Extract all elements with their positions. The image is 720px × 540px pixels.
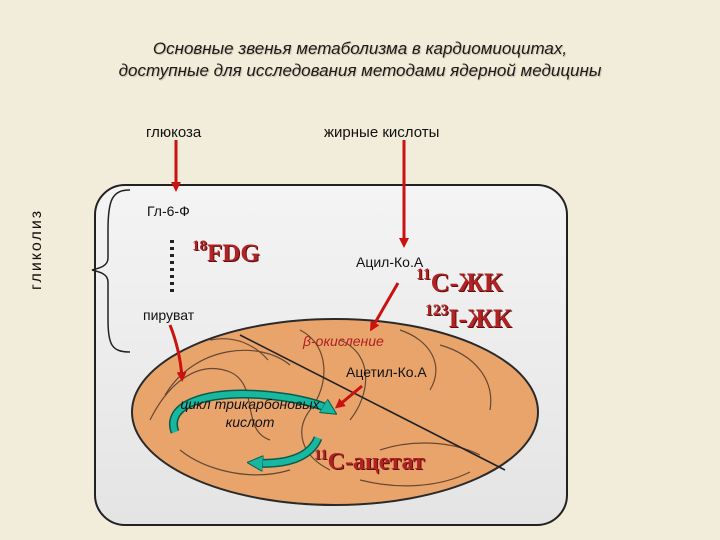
acyl-coa-label: Ацил-Ко.А bbox=[356, 254, 424, 270]
pyruvate-label: пируват bbox=[143, 307, 195, 323]
c-fatty-acid-name: C-ЖК bbox=[430, 268, 503, 297]
c-acetate-isotope: 11 bbox=[314, 447, 328, 463]
slide-title: Основные звенья метаболизма в кардиомиоц… bbox=[0, 38, 720, 82]
c-fatty-acid-isotope: 11 bbox=[416, 266, 431, 283]
glycolysis-label: гликолиз bbox=[28, 208, 45, 290]
title-line-2: доступные для исследования методами ядер… bbox=[118, 61, 602, 80]
pyruvate-to-tca-arrow bbox=[168, 324, 187, 382]
acyl-coa-to-beta-oxidation-arrow bbox=[369, 282, 400, 332]
acetyl-coa-to-tca-arrow bbox=[334, 384, 363, 409]
beta-oxidation-label: β-окисление bbox=[303, 333, 384, 349]
fdg-tracer-label: 18FDG bbox=[192, 238, 260, 268]
i-fatty-acid-isotope: 123 bbox=[425, 302, 449, 319]
glucose-label: глюкоза bbox=[146, 124, 202, 141]
c-acetate-tracer-label: 11C-ацетат bbox=[314, 447, 425, 476]
fdg-isotope: 18 bbox=[192, 238, 207, 254]
fdg-name: FDG bbox=[207, 240, 260, 267]
title-line-1: Основные звенья метаболизма в кардиомиоц… bbox=[152, 39, 568, 58]
i-fatty-acid-name: I-ЖК bbox=[448, 304, 512, 333]
fatty-acids-label: жирные кислоты bbox=[324, 124, 440, 141]
c-acetate-name: C-ацетат bbox=[327, 449, 425, 475]
g6p-label: Гл-6-Ф bbox=[147, 203, 190, 219]
tca-cycle-arrows bbox=[169, 389, 330, 463]
i-fatty-acid-tracer-label: 123I-ЖК bbox=[425, 302, 512, 334]
tca-cycle-label: цикл трикарбоновых кислот bbox=[180, 396, 320, 430]
acetyl-coa-label: Ацетил-Ко.А bbox=[346, 364, 427, 380]
c-fatty-acid-tracer-label: 11C-ЖК bbox=[416, 266, 503, 298]
glycolysis-bracket bbox=[91, 189, 131, 353]
